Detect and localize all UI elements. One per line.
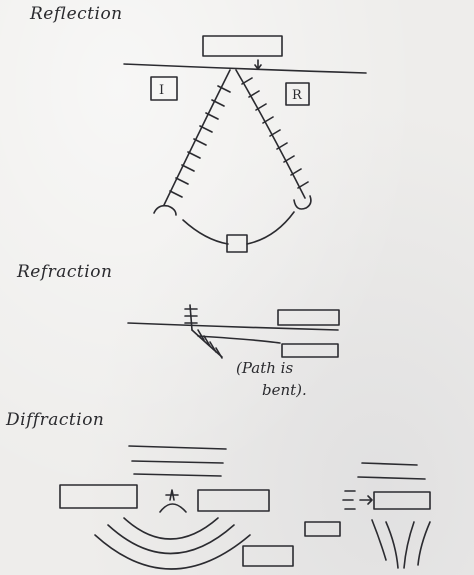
incident-ray — [163, 69, 231, 206]
refraction-interface-line — [127, 322, 339, 331]
diffraction-left-wavefront-1 — [128, 445, 227, 450]
diffraction-right-dashes — [342, 490, 356, 510]
diffraction-right-arc-3 — [403, 521, 415, 569]
reflection-top-box — [202, 35, 283, 57]
diffraction-left-barrier-b — [197, 489, 270, 512]
diffraction-right-arc-1 — [371, 519, 387, 561]
diffraction-left-barrier-a — [59, 484, 138, 509]
incident-label: I — [159, 83, 164, 98]
refraction-note-line1: (Path is — [236, 359, 294, 377]
diffraction-diagram — [59, 445, 431, 570]
reflection-bottom-box — [226, 234, 248, 253]
incident-ray-hatches — [169, 85, 231, 198]
refraction-incident-hatches — [184, 308, 198, 324]
diffraction-right-arc-4 — [417, 521, 431, 566]
diffraction-left-arc-3 — [94, 534, 251, 570]
refraction-note-line2: bent). — [262, 381, 307, 399]
reflection-surface-line — [123, 63, 367, 74]
diffraction-right-wavefront-1 — [361, 462, 418, 466]
reflection-diagram: I R — [123, 35, 367, 253]
incident-label-box — [150, 76, 178, 101]
diffraction-left-wavefront-3 — [133, 473, 222, 477]
diffraction-middle-box — [304, 521, 341, 537]
diffraction-right-wavefront-2 — [357, 476, 426, 480]
reflection-down-arrow-icon — [254, 59, 262, 70]
diffraction-left-bottom-box — [242, 545, 294, 567]
refraction-bent-ray — [191, 329, 223, 358]
refraction-box-upper — [277, 309, 340, 326]
bottom-arc-right — [246, 211, 295, 245]
refraction-diagram — [127, 304, 340, 359]
diffraction-right-barrier — [373, 491, 431, 510]
diffraction-right-arc-2 — [385, 521, 399, 569]
refraction-bent-hatches — [197, 329, 223, 359]
reflected-ray-hatches — [241, 77, 309, 189]
reflection-title: Reflection — [30, 4, 123, 24]
diffraction-right-arrow-icon — [359, 495, 373, 505]
left-hook — [153, 204, 177, 216]
reflected-label: R — [292, 88, 303, 103]
diffraction-title: Diffraction — [6, 410, 105, 430]
diffraction-left-arc-2 — [107, 524, 235, 555]
bottom-arc — [182, 219, 229, 245]
reflected-label-box — [285, 82, 310, 106]
diffraction-gap-arc — [159, 503, 187, 513]
diffraction-gap-arrow-icon — [165, 489, 179, 501]
refraction-lower-line — [197, 335, 281, 344]
diffraction-left-wavefront-2 — [131, 460, 224, 464]
diffraction-left-arc-1 — [123, 517, 219, 540]
right-hook — [293, 195, 312, 210]
refraction-title: Refraction — [17, 262, 113, 282]
refraction-box-lower — [281, 343, 339, 358]
